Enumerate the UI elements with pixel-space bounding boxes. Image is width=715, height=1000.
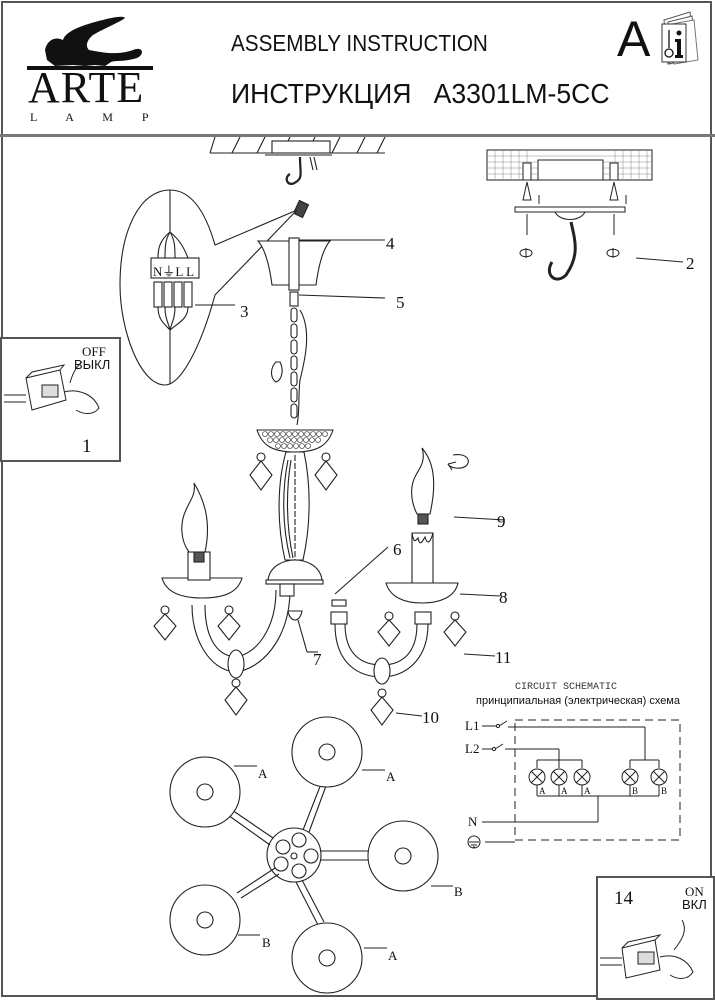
manual-book-icon (661, 11, 699, 65)
on-label-en: ON (685, 884, 704, 899)
header-divider (0, 134, 715, 137)
ceiling (209, 137, 386, 185)
callout-11: 11 (495, 648, 512, 667)
brand-subtitle: L A M P (30, 110, 149, 124)
step-number-1: 1 (82, 436, 92, 457)
top-view-arm-label: A (258, 766, 268, 781)
title-russian-model: ИНСТРУКЦИЯ A3301LM-5CC (231, 78, 610, 110)
callout-2: 2 (686, 254, 695, 273)
lamp-group-label: B (661, 786, 668, 796)
title-english: ASSEMBLY INSTRUCTION (231, 30, 488, 56)
circuit-title-ru: принципиальная (электрическая) схема (476, 695, 680, 707)
switch-off-icon (4, 361, 100, 414)
crystal-drops-body (249, 452, 338, 491)
callout-4: 4 (386, 234, 395, 253)
callout-3: 3 (240, 302, 249, 321)
on-label-ru: ВКЛ (682, 897, 707, 912)
callout-9: 9 (497, 512, 506, 531)
top-view-drawing (169, 716, 453, 994)
top-view-arm-label: B (454, 884, 463, 899)
circuit-title-en: CIRCUIT SCHEMATIC (515, 682, 618, 693)
top-view-arm-label: A (386, 769, 396, 784)
lamp-group-label: A (584, 786, 591, 796)
lamp-group-label: A (539, 786, 546, 796)
step-14-switch-on-panel: 14 ON ВКЛ (596, 876, 715, 1000)
off-label-ru: ВЫКЛ (74, 357, 111, 372)
step-number-14: 14 (614, 888, 633, 909)
ceiling-mount-detail (486, 149, 653, 281)
lamp-group-label: A (561, 786, 568, 796)
circuit-l2-label: L2 (465, 741, 480, 756)
off-label-en: OFF (82, 344, 106, 359)
assembly-drawing (6, 137, 694, 994)
lamp-group-label: B (632, 786, 639, 796)
circuit-n-label: N (468, 814, 478, 829)
terminal-detail-bubble (119, 189, 298, 386)
top-view-arm-label: B (262, 935, 271, 950)
carabiner (270, 361, 283, 383)
callout-10: 10 (422, 708, 439, 727)
section-letter: A (617, 11, 651, 67)
lamp-symbols (528, 768, 668, 786)
callout-6: 6 (393, 540, 402, 559)
circuit-schematic-drawing (467, 719, 681, 849)
callout-8: 8 (499, 588, 508, 607)
terminal-block-labels: N⏚L L (153, 264, 195, 279)
top-view-arm-label: A (388, 948, 398, 963)
switch-on-icon (600, 919, 694, 979)
callout-7: 7 (313, 650, 322, 669)
griffin-logo-icon (27, 16, 153, 70)
brand-name: ARTE (28, 63, 145, 112)
callout-5: 5 (396, 293, 405, 312)
circuit-l1-label: L1 (465, 718, 480, 733)
title-russian: ИНСТРУКЦИЯ (231, 78, 412, 109)
chain (270, 291, 308, 426)
model-number: A3301LM-5CC (433, 78, 610, 109)
